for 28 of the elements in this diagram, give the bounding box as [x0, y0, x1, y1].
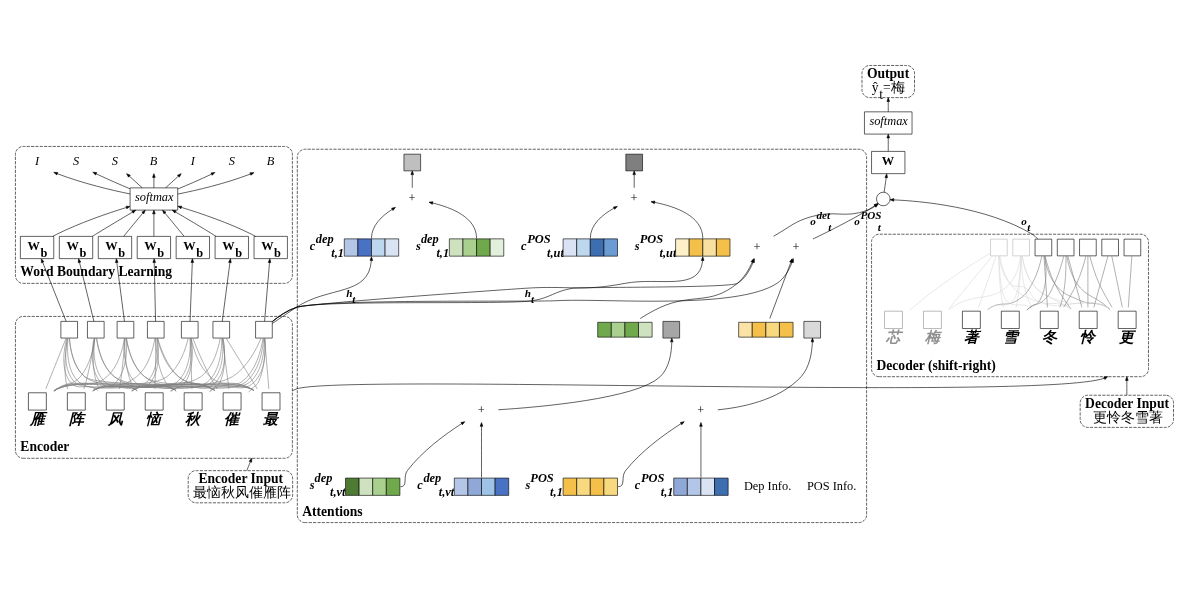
node-text: +: [408, 190, 416, 205]
node-text: +: [697, 402, 705, 417]
node-text: B: [149, 153, 158, 168]
node-text: +: [792, 239, 800, 254]
label: POS Info.: [806, 478, 857, 493]
node-label: 恼: [146, 410, 162, 427]
node-label: 最: [263, 410, 279, 427]
node-label: 雪: [1002, 328, 1018, 345]
node-text: I: [34, 153, 40, 168]
node-text: B: [266, 153, 275, 168]
node-text: S: [228, 153, 235, 168]
node-text: +: [753, 239, 761, 254]
node-label: 秋: [185, 410, 201, 427]
node-text: S: [111, 153, 119, 168]
node-text: +: [477, 402, 485, 417]
node-text: +: [630, 190, 638, 205]
node-label: 阵: [68, 410, 84, 427]
node-label: 芯: [885, 328, 901, 345]
node-label: 梅: [924, 328, 940, 345]
node-label: 冬: [1041, 328, 1057, 345]
node-label: 风: [107, 410, 123, 427]
node-text: S: [72, 153, 80, 168]
label: Dep Info.: [743, 478, 792, 493]
node-label: 著: [963, 328, 979, 345]
node-text: I: [190, 153, 195, 168]
node-label: 催: [224, 410, 240, 427]
node-label: 更: [1119, 328, 1135, 345]
node-label: 怜: [1080, 328, 1096, 345]
